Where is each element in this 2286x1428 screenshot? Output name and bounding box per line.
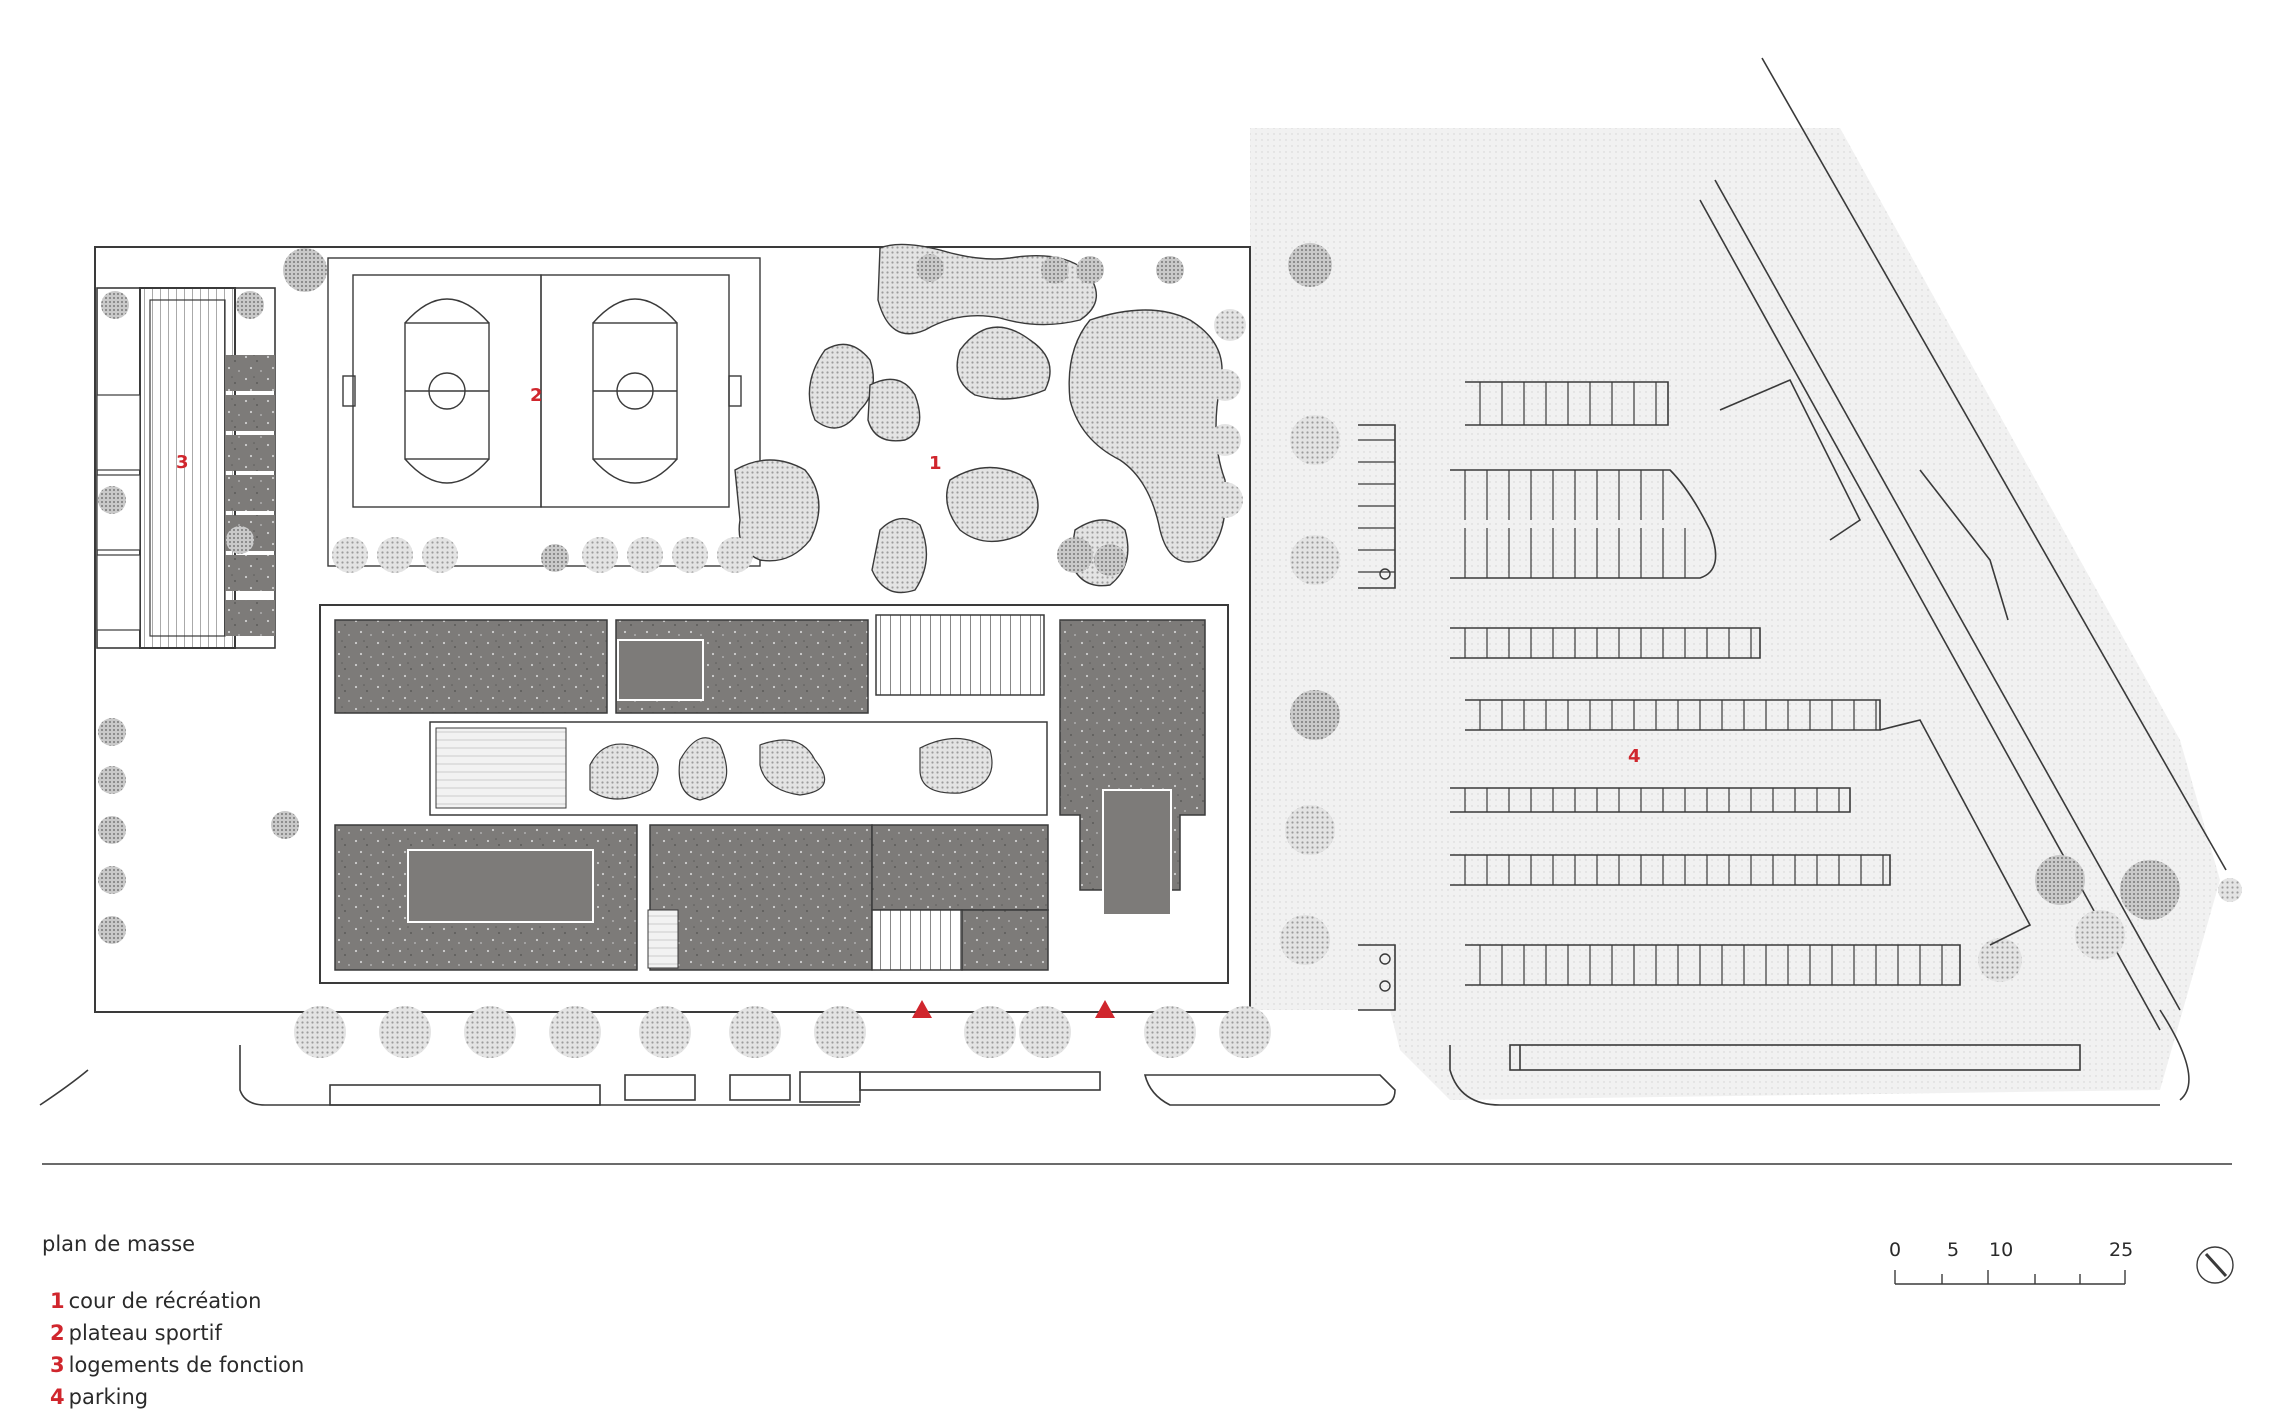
scale-bar: 0 5 10 25 <box>1889 1239 2133 1285</box>
scale-tick-10: 10 <box>1989 1239 2013 1261</box>
legend-number: 3 <box>50 1353 65 1377</box>
road-lines <box>39 57 2232 1165</box>
legend-label: parking <box>68 1385 149 1409</box>
wheelchair-icon <box>1379 568 1391 992</box>
street-area <box>1250 128 2220 1100</box>
label-sports: 2 <box>530 385 543 406</box>
school-building <box>319 604 1229 984</box>
legend-label: plateau sportif <box>68 1321 222 1345</box>
sports-courts <box>327 257 761 567</box>
scale-tick-5: 5 <box>1947 1239 1959 1261</box>
trees <box>98 243 2242 982</box>
legend-number: 1 <box>50 1289 65 1313</box>
legend-number: 4 <box>50 1385 65 1409</box>
label-courtyard: 1 <box>929 453 942 474</box>
legend-label: logements de fonction <box>68 1353 305 1377</box>
scale-tick-0: 0 <box>1889 1239 1901 1261</box>
entrance-arrow-icon <box>912 1000 1115 1018</box>
label-housing: 3 <box>176 452 189 473</box>
street-trees <box>294 1006 1271 1058</box>
housing-block <box>96 287 276 649</box>
scale-tick-25: 25 <box>2109 1239 2133 1261</box>
parking-stalls <box>1358 382 1943 985</box>
legend-label: cour de récréation <box>68 1289 262 1313</box>
street-edge <box>239 1045 2160 1106</box>
label-parking: 4 <box>1628 746 1641 767</box>
parking-area <box>1358 378 2081 1071</box>
plan-title: plan de masse <box>42 1232 196 1256</box>
legend-number: 2 <box>50 1321 65 1345</box>
north-arrow-icon <box>2196 1246 2234 1284</box>
